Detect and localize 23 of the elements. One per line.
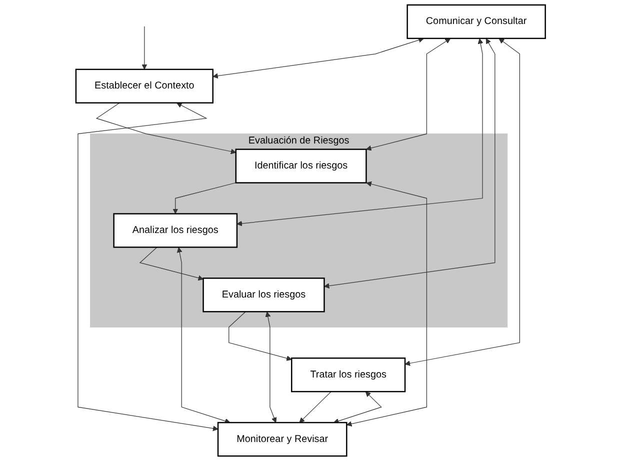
arrow: [78, 102, 218, 432]
node-box: Establecer el Contexto: [75, 68, 214, 104]
node-box: Analizar los riesgos: [113, 213, 238, 248]
arrow: [346, 181, 427, 427]
arrow: [142, 26, 147, 70]
node-box: Identificar los riesgos: [235, 148, 367, 184]
arrow: [324, 38, 496, 289]
arrow: [333, 392, 382, 424]
arrow: [404, 38, 520, 366]
arrow: [366, 38, 450, 151]
arrow: [212, 37, 424, 79]
arrow: [172, 182, 236, 214]
arrow: [265, 312, 277, 423]
arrow: [96, 102, 236, 154]
arrow: [228, 311, 292, 361]
arrow: [139, 246, 204, 281]
arrow: [176, 247, 230, 424]
node-box: Tratar los riesgos: [290, 358, 406, 392]
node-box: Monitorear y Revisar: [217, 422, 348, 457]
node-box: Evaluar los riesgos: [202, 278, 325, 312]
arrow: [299, 391, 332, 423]
arrow: [236, 38, 484, 226]
node-box: Comunicar y Consultar: [406, 4, 546, 40]
